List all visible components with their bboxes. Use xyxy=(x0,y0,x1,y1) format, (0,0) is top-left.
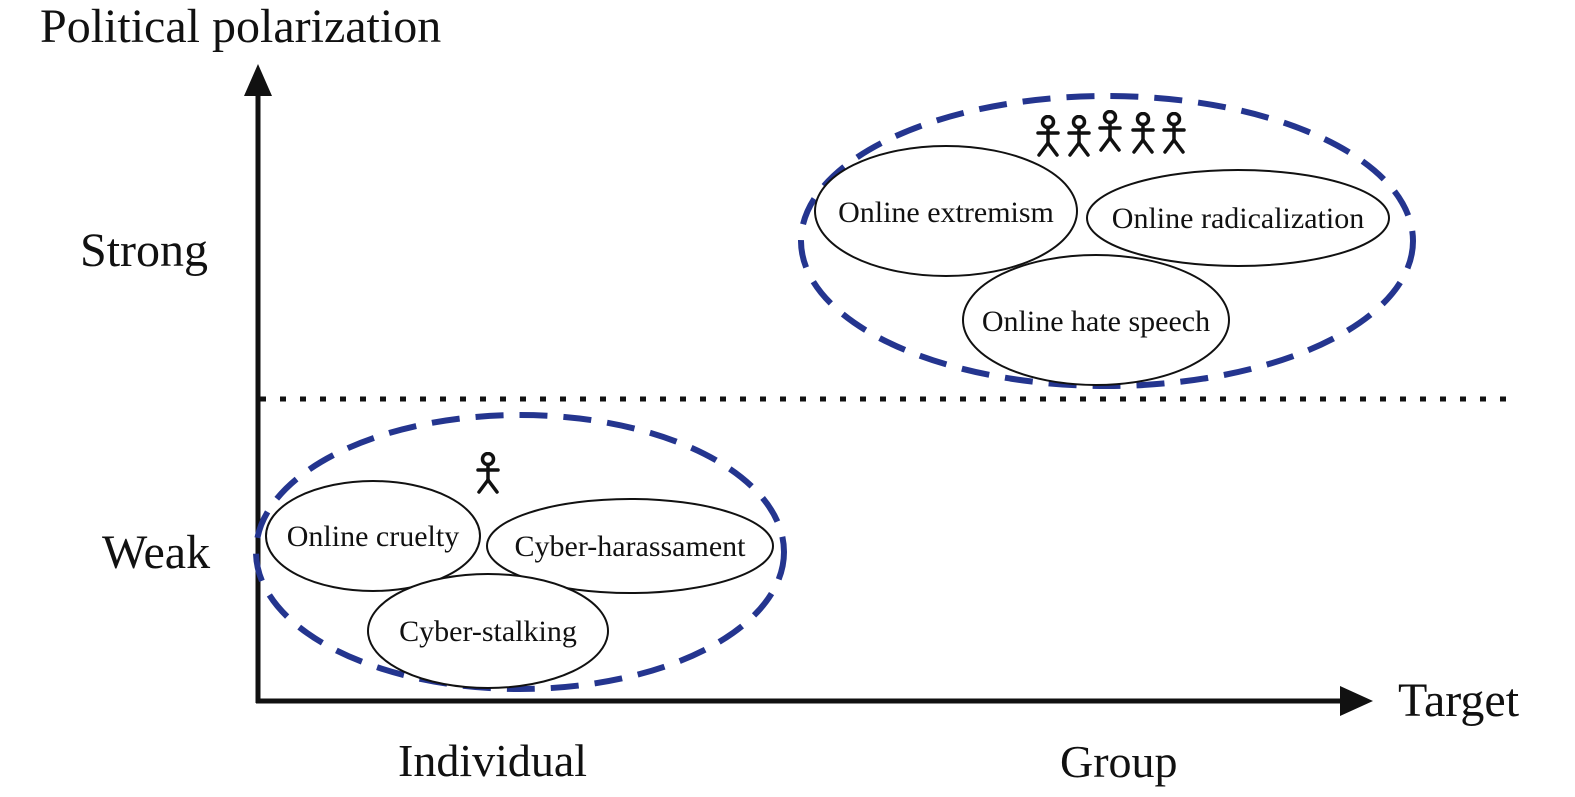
bubble-online-cruelty xyxy=(265,480,481,592)
person-icon xyxy=(1131,112,1155,154)
individual-cluster: Online cruelty Cyber-harassament Cyber-s… xyxy=(253,412,787,692)
x-axis-title: Target xyxy=(1398,674,1520,727)
axes xyxy=(244,64,1373,716)
bubble-cyber-harassament xyxy=(486,498,774,594)
x-category-group: Group xyxy=(1060,736,1178,787)
bubble-online-hate-speech xyxy=(962,254,1230,386)
group-people-icon xyxy=(1036,110,1186,157)
person-icon xyxy=(1098,110,1122,152)
group-cluster: Online extremism Online radicalization O… xyxy=(798,93,1416,389)
bubble-label-cyber-stalking: Cyber-stalking xyxy=(399,615,577,648)
person-icon xyxy=(1036,115,1060,157)
person-icon xyxy=(476,452,500,494)
y-level-strong: Strong xyxy=(80,224,208,277)
bubble-label-online-radicalization: Online radicalization xyxy=(1112,202,1364,235)
bubble-cyber-stalking xyxy=(367,573,609,689)
bubble-online-extremism xyxy=(814,145,1078,277)
x-category-individual: Individual xyxy=(398,735,587,786)
person-icon xyxy=(1162,112,1186,154)
bubble-online-radicalization xyxy=(1086,169,1390,267)
y-axis-title: Political polarization xyxy=(40,0,441,53)
bubble-label-online-extremism: Online extremism xyxy=(838,196,1054,229)
group-cluster-outline xyxy=(798,93,1416,389)
individual-cluster-outline xyxy=(253,412,787,692)
bubble-label-online-cruelty: Online cruelty xyxy=(287,520,459,553)
person-icon xyxy=(1067,115,1091,157)
bubble-label-online-hate-speech: Online hate speech xyxy=(982,305,1210,338)
bubble-label-cyber-harassament: Cyber-harassament xyxy=(515,530,747,563)
y-level-weak: Weak xyxy=(102,526,210,579)
y-axis-arrow xyxy=(244,64,272,96)
x-axis-arrow xyxy=(1340,686,1373,716)
